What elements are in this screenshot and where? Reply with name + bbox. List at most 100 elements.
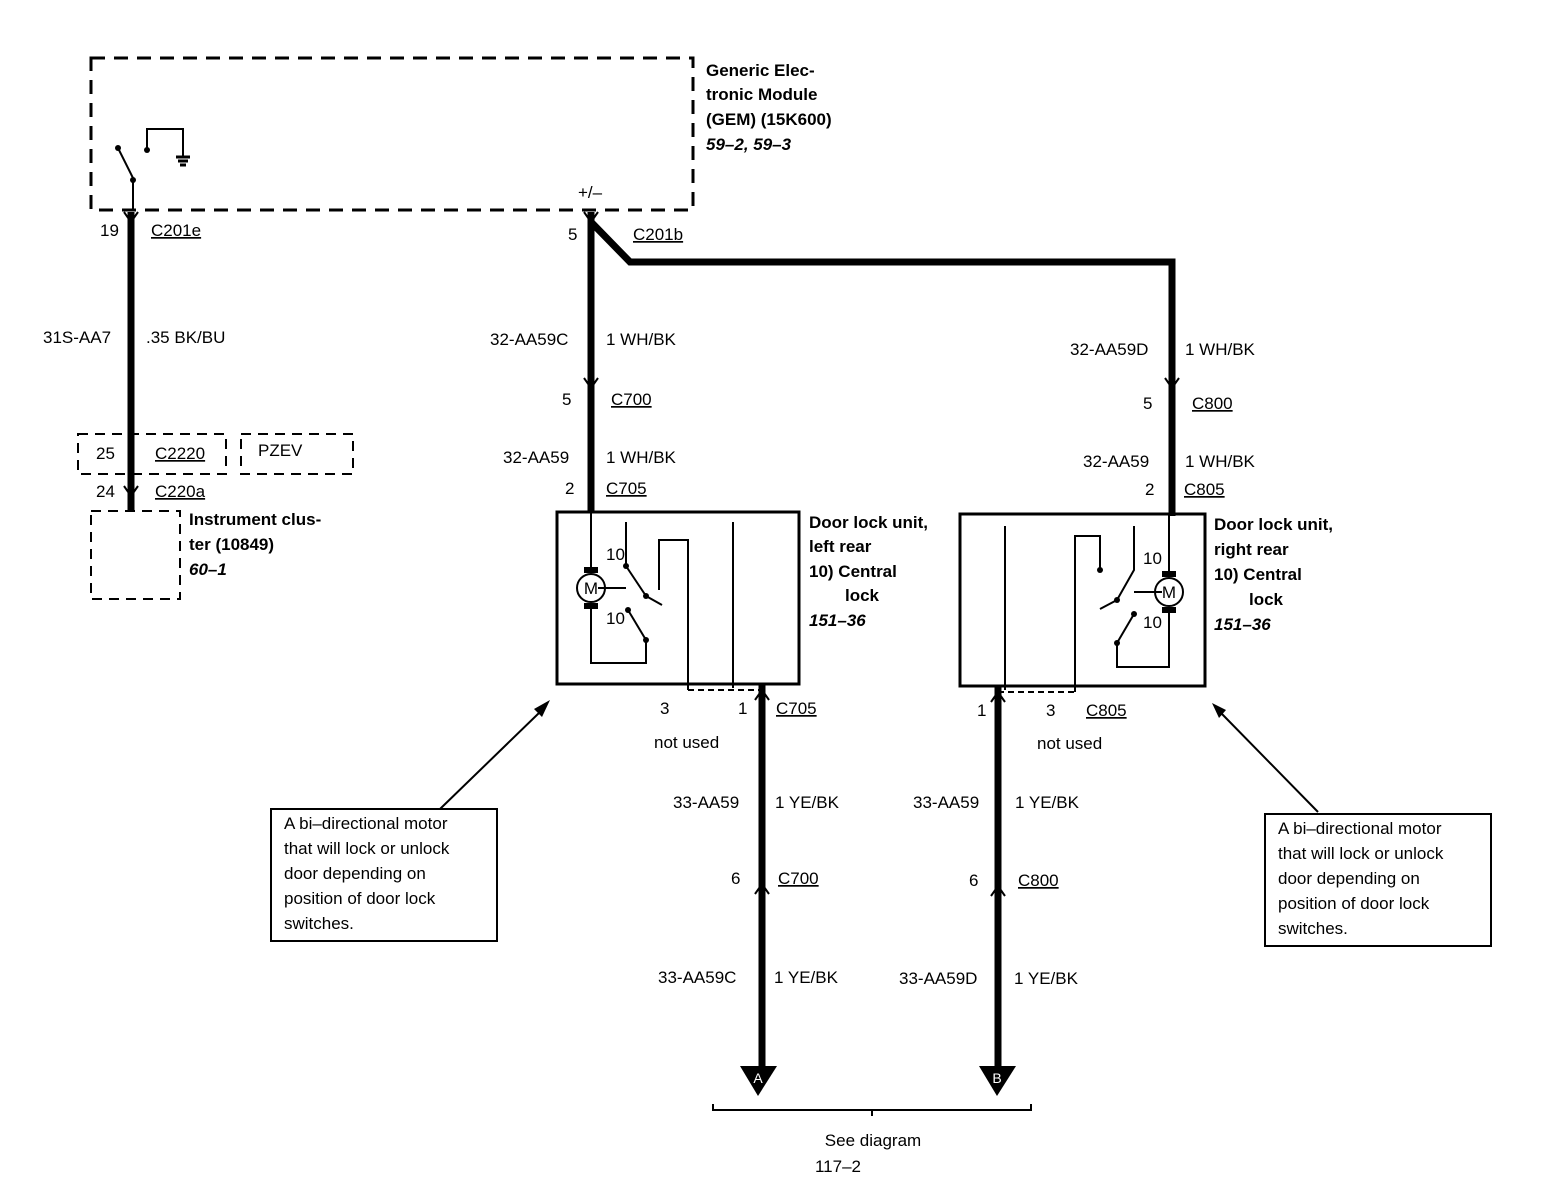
note-right-line-1: A bi–directional motor	[1278, 819, 1442, 838]
c2220-box	[77, 433, 227, 475]
pin-1-left: 1	[738, 699, 747, 718]
note-box-left	[270, 808, 498, 942]
see-diagram-ref: 117–2	[815, 1157, 861, 1176]
wire-spec-right-2: 1 WH/BK	[1185, 452, 1256, 471]
pin-5-c800: 5	[1143, 394, 1152, 413]
switch-lower-left	[627, 609, 647, 641]
connector-c201e: C201e	[151, 221, 201, 240]
wire-spec-center-1: 1 WH/BK	[606, 330, 677, 349]
cluster-ref: 60–1	[189, 560, 227, 579]
connector-mark-c800-top	[1164, 377, 1180, 390]
gem-title-line-1: Generic Elec-	[706, 61, 815, 80]
left-unit-ref: 151–36	[809, 611, 866, 630]
right-unit-ref: 151–36	[1214, 615, 1271, 634]
motor-label-right: M	[1162, 583, 1176, 602]
see-diagram-text: See diagram	[825, 1131, 921, 1150]
left-unit-title-3: 10) Central	[809, 562, 897, 581]
connector-mark-c201b	[583, 211, 599, 224]
circuit-32-aa59-left: 32-AA59	[503, 448, 569, 467]
door-lock-unit-left-rear: M 10 10	[555, 510, 801, 691]
pin-6-right: 6	[969, 871, 978, 890]
wire-spec-bk-bu: .35 BK/BU	[146, 328, 225, 347]
motor-icon-right: M	[1154, 571, 1184, 613]
connector-c700: C700	[611, 390, 652, 409]
switch-node-1-left	[623, 563, 629, 569]
note-arrow-left	[439, 711, 541, 810]
connector-mark-c800-bottom	[990, 884, 1006, 897]
pzev-label: PZEV	[258, 441, 303, 460]
gem-contact	[144, 147, 150, 153]
connector-c2220: C2220	[155, 444, 205, 463]
gem-switch-pivot	[115, 145, 121, 151]
note-arrow-right	[1221, 713, 1319, 813]
instrument-cluster-box	[90, 510, 181, 600]
left-unit-title-2: left rear	[809, 537, 872, 556]
wire-spec-center-4: 1 YE/BK	[774, 968, 839, 987]
note-right-line-5: switches.	[1278, 919, 1348, 938]
right-unit-title-3: 10) Central	[1214, 565, 1302, 584]
switch-upper-left	[625, 522, 663, 606]
pzev-box	[240, 433, 354, 475]
pin-24: 24	[96, 482, 115, 501]
door-lock-unit-right-rear: M 10 10	[958, 512, 1207, 693]
switch-upper-right	[1099, 526, 1135, 610]
wire-spec-right-1: 1 WH/BK	[1185, 340, 1256, 359]
gem-module	[89, 56, 695, 212]
switch-10-top-right: 10	[1143, 549, 1162, 568]
arrowhead-right-icon	[1212, 703, 1226, 718]
circuit-33-aa59d: 33-AA59D	[899, 969, 977, 988]
see-diagram-bracket	[712, 1104, 1032, 1111]
arrow-b-label: B	[992, 1070, 1001, 1086]
pin-6-left: 6	[731, 869, 740, 888]
arrow-a-icon	[740, 1066, 777, 1096]
motor-lead-bottom-right	[1116, 613, 1170, 668]
note-left-line-1: A bi–directional motor	[284, 814, 448, 833]
gem-internal-loop	[146, 128, 184, 157]
connector-mark-c705-bottom	[754, 688, 770, 701]
connector-c800-bottom: C800	[1018, 871, 1059, 890]
right-unit-title-2: right rear	[1214, 540, 1289, 559]
gem-title-line-2: tronic Module	[706, 85, 817, 104]
connector-c805-bottom: C805	[1086, 701, 1127, 720]
connector-c805: C805	[1184, 480, 1225, 499]
gem-terminal-label: +/–	[578, 183, 603, 202]
door-lock-box-left	[555, 510, 801, 686]
note-right-line-3: door depending on	[1278, 869, 1420, 888]
connector-mark-c700-bottom	[754, 882, 770, 895]
circuit-33-aa59c: 33-AA59C	[658, 968, 736, 987]
wire-spec-right-3: 1 YE/BK	[1015, 793, 1080, 812]
connector-mark-c805-bottom	[990, 690, 1006, 703]
gem-title-line-3: (GEM) (15K600)	[706, 110, 832, 129]
left-unit-title-1: Door lock unit,	[809, 513, 928, 532]
wire-spec-center-3: 1 YE/BK	[775, 793, 840, 812]
note-left-line-4: position of door lock	[284, 889, 436, 908]
circuit-32-aa59-right: 32-AA59	[1083, 452, 1149, 471]
pin-19: 19	[100, 221, 119, 240]
note-right-line-4: position of door lock	[1278, 894, 1430, 913]
switch-lower-right	[1116, 613, 1135, 644]
connector-mark-c220a	[123, 485, 139, 498]
motor-icon-left: M	[576, 567, 606, 609]
connector-mark-c700-top	[583, 377, 599, 390]
pin-2-c805: 2	[1145, 480, 1154, 499]
switch-return-left	[658, 539, 689, 690]
connector-c700-bottom: C700	[778, 869, 819, 888]
gem-ref: 59–2, 59–3	[706, 135, 792, 154]
motor-lead-bottom-left	[590, 609, 647, 664]
pin-25: 25	[96, 444, 115, 463]
wire-spec-right-4: 1 YE/BK	[1014, 969, 1079, 988]
connector-c220a: C220a	[155, 482, 206, 501]
pin-5-c201b: 5	[568, 225, 577, 244]
cluster-title-line-2: ter (10849)	[189, 535, 274, 554]
connector-mark-c201e	[123, 211, 139, 224]
switch-node-1-right	[1097, 567, 1103, 573]
circuit-32-aa59d: 32-AA59D	[1070, 340, 1148, 359]
note-left-line-3: door depending on	[284, 864, 426, 883]
left-unit-title-4: lock	[845, 586, 880, 605]
arrow-a-label: A	[753, 1070, 763, 1086]
connector-c800: C800	[1192, 394, 1233, 413]
note-box-right	[1264, 813, 1492, 947]
gem-box	[89, 56, 695, 212]
cluster-title-line-1: Instrument clus-	[189, 510, 321, 529]
